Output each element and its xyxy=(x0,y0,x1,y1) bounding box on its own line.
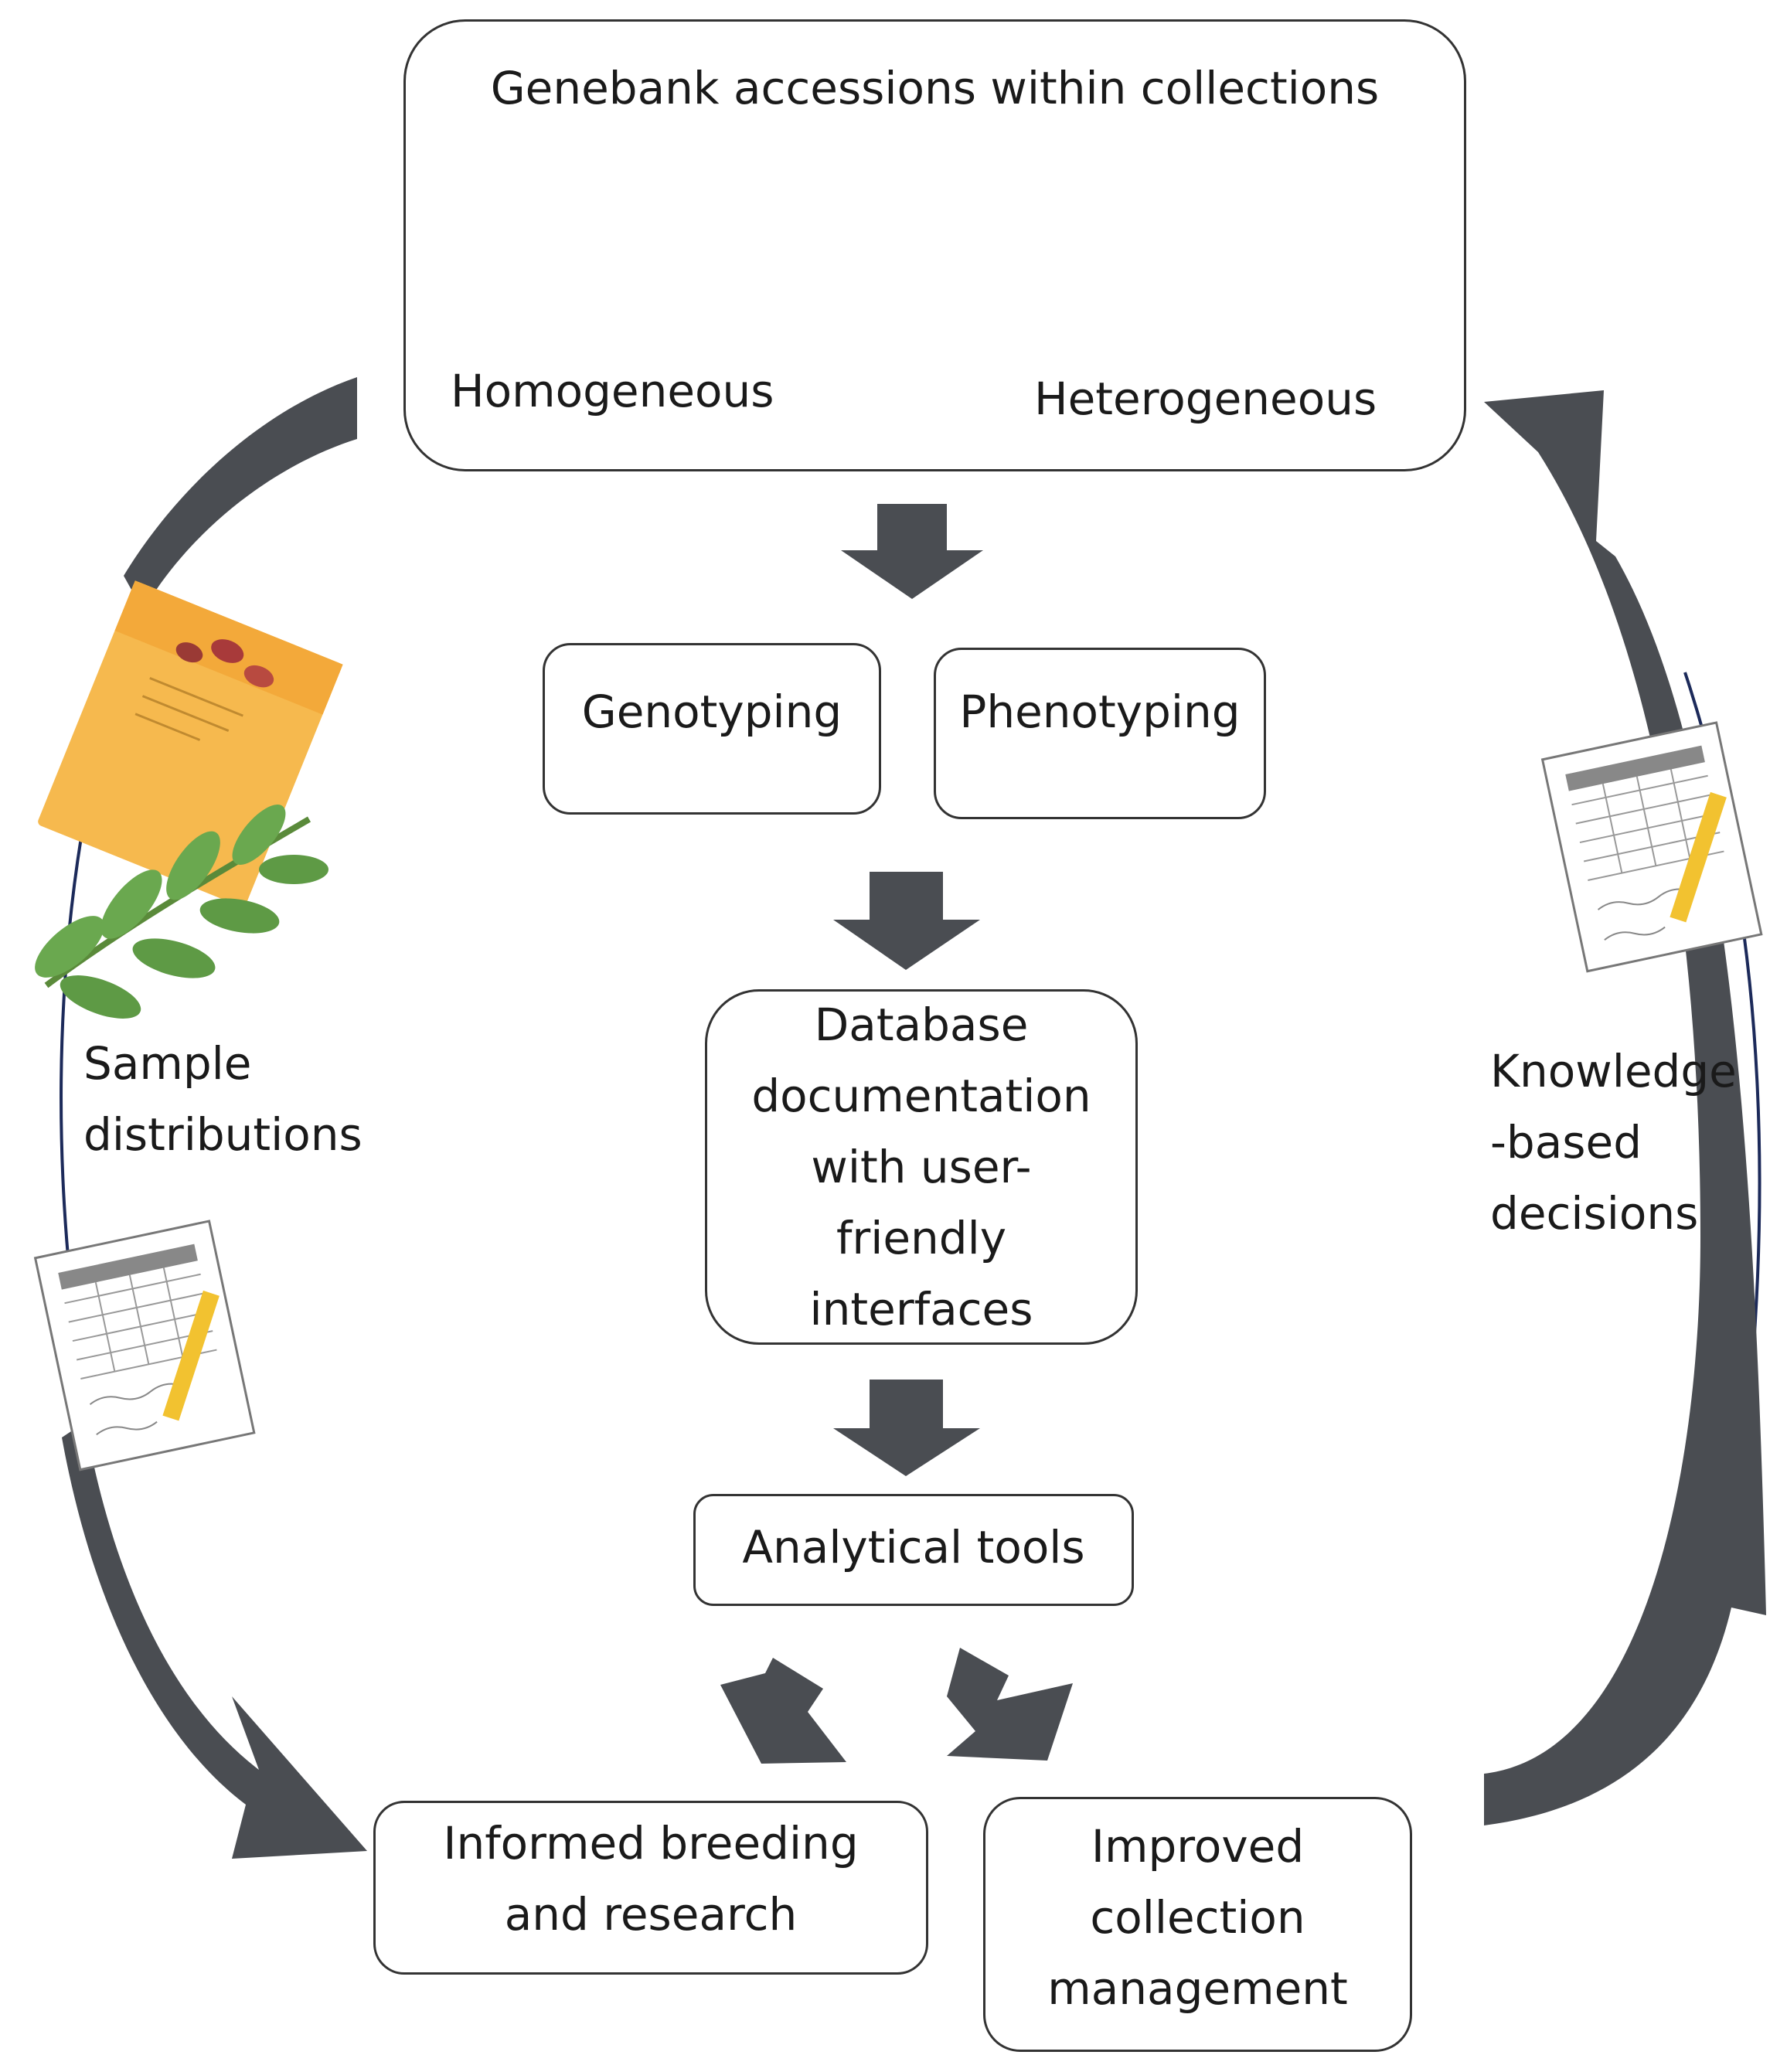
genebank-accessions-box: Genebank accessions within collections xyxy=(403,19,1466,471)
right-cycle-arrow xyxy=(1484,390,1766,1825)
diagonal-arrow-right xyxy=(947,1648,1073,1761)
down-arrow-2 xyxy=(833,872,980,970)
phenotyping-label: Phenotyping xyxy=(959,686,1241,738)
genebank-accessions-title: Genebank accessions within collections xyxy=(490,62,1380,114)
informed-breeding-box: Informed breeding and research xyxy=(373,1801,928,1975)
genotyping-box: Genotyping xyxy=(543,643,881,815)
notepad-pencil-icon-right xyxy=(1540,721,1763,973)
leaf-branch-icon xyxy=(35,805,328,1019)
analytical-tools-label: Analytical tools xyxy=(742,1521,1085,1574)
analytical-tools-box: Analytical tools xyxy=(693,1494,1134,1606)
phenotyping-box: Phenotyping xyxy=(934,648,1266,819)
homogeneous-label: Homogeneous xyxy=(451,365,774,417)
notepad-pencil-icon-left xyxy=(33,1220,256,1471)
improved-management-label: Improved collection management xyxy=(1047,1820,1348,2015)
database-documentation-label: Database documentation with user- friend… xyxy=(751,999,1091,1335)
left-cycle-arrow-top xyxy=(124,377,357,611)
sample-distributions-label: Sample distributions xyxy=(83,1037,363,1161)
genotyping-label: Genotyping xyxy=(581,686,842,738)
diagonal-arrow-left xyxy=(720,1658,846,1764)
informed-breeding-label: Informed breeding and research xyxy=(443,1817,859,1941)
database-documentation-box: Database documentation with user- friend… xyxy=(705,989,1138,1345)
heterogeneous-label: Heterogeneous xyxy=(1034,373,1377,425)
improved-management-box: Improved collection management xyxy=(983,1797,1412,2052)
down-arrow-3 xyxy=(833,1380,980,1476)
knowledge-based-decisions-label: Knowledge -based decisions xyxy=(1490,1045,1737,1240)
down-arrow-1 xyxy=(841,504,983,599)
left-cycle-arrow-bottom xyxy=(62,1422,367,1859)
